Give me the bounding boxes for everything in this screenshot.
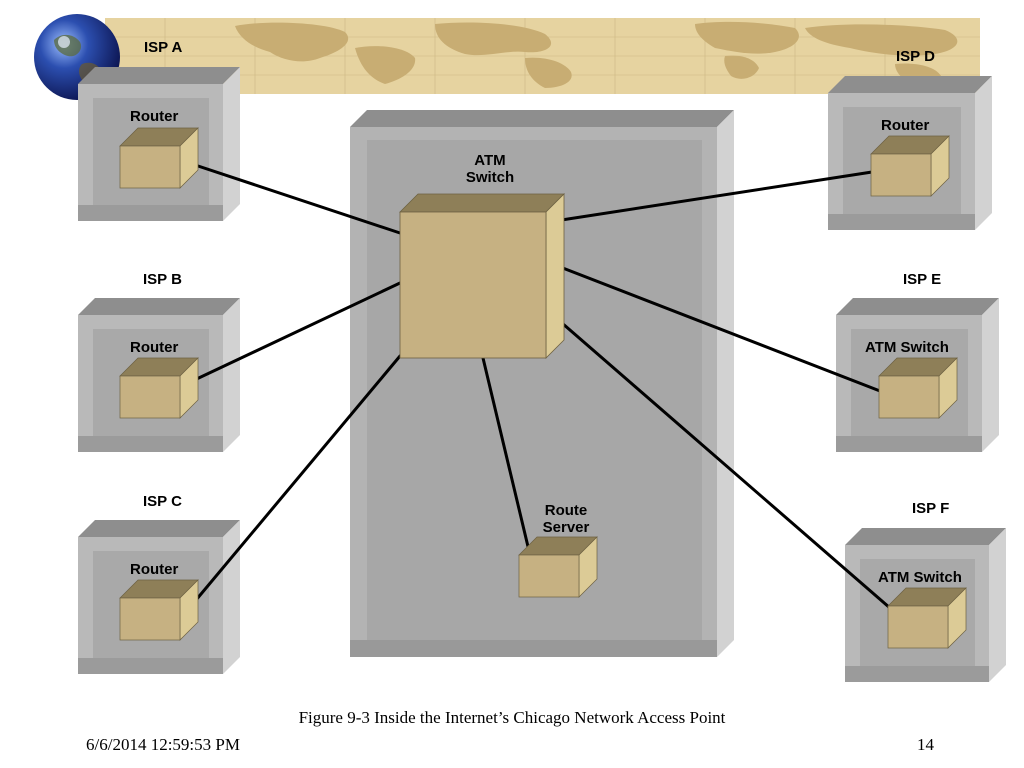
link-isp-c (184, 354, 402, 614)
central-atm-switch-label-line2: Switch (465, 169, 515, 186)
figure-caption: Figure 9-3 Inside the Internet’s Chicago… (298, 708, 726, 727)
router-b-label: Router (130, 339, 179, 356)
link-isp-f (553, 315, 892, 610)
isp-c-label: ISP C (143, 493, 182, 510)
atm-switch-e-label: ATM Switch (865, 339, 949, 356)
router-c-icon (119, 579, 199, 641)
link-isp-d (553, 170, 874, 223)
atm-switch-f-label: ATM Switch (878, 569, 962, 586)
link-isp-e (553, 263, 882, 393)
atm-switch-e-icon (878, 357, 958, 419)
route-server-icon (518, 536, 598, 598)
router-a-icon (119, 127, 199, 189)
footer-date: 6/6/2014 12:59:53 PM (86, 735, 240, 754)
isp-f-label: ISP F (912, 500, 950, 517)
route-server-label: Route Server (516, 502, 616, 536)
link-route-server (481, 356, 532, 557)
route-server-label-line1: Route (544, 502, 588, 519)
router-c-label: Router (130, 561, 179, 578)
link-isp-a (184, 160, 402, 235)
central-atm-switch-icon (399, 193, 565, 359)
isp-d-label: ISP D (896, 48, 935, 65)
central-atm-switch-label-line1: ATM (474, 152, 506, 169)
central-atm-switch-label: ATM Switch (440, 152, 540, 186)
isp-e-label: ISP E (903, 271, 942, 288)
router-a-label: Router (130, 108, 179, 125)
route-server-label-line2: Server (542, 519, 590, 536)
isp-b-label: ISP B (143, 271, 182, 288)
router-d-icon (870, 135, 950, 197)
router-d-label: Router (881, 117, 930, 134)
link-isp-b (184, 281, 402, 386)
router-b-icon (119, 357, 199, 419)
page-number: 14 (917, 735, 934, 754)
isp-a-label: ISP A (144, 39, 183, 56)
world-map-banner (105, 18, 980, 94)
atm-switch-f-icon (887, 587, 967, 649)
connection-lines (184, 160, 892, 614)
